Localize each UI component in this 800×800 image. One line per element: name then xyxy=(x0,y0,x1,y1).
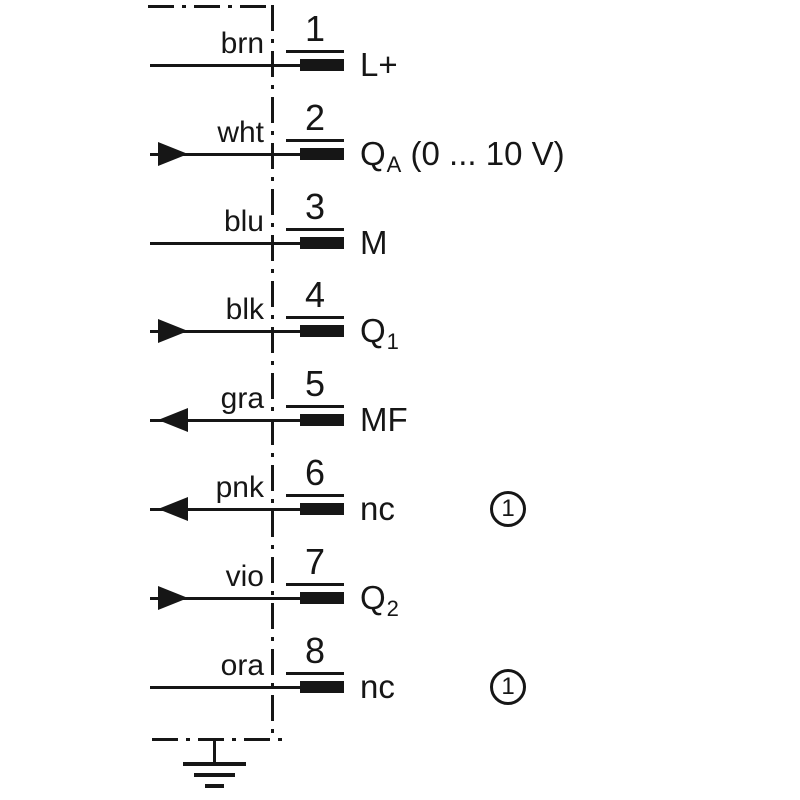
pin-underline xyxy=(286,583,344,586)
ground-stem xyxy=(213,738,216,764)
wire-line xyxy=(150,330,302,333)
signal-subscript: A xyxy=(386,152,402,177)
pin-underline xyxy=(286,50,344,53)
pin-terminal-block xyxy=(300,414,344,426)
signal-label: nc xyxy=(360,488,396,534)
note-number: 1 xyxy=(501,673,515,700)
pin-number: 8 xyxy=(304,630,326,671)
wire-line xyxy=(150,153,302,156)
signal-main: MF xyxy=(360,401,408,438)
signal-subscript: 1 xyxy=(386,329,399,354)
wire-color-label: blk xyxy=(225,293,264,326)
pin-terminal-block xyxy=(300,503,344,515)
direction-arrow xyxy=(158,319,188,343)
signal-main: Q xyxy=(360,579,386,616)
device-boundary-bottom-line xyxy=(152,738,283,741)
pin-underline xyxy=(286,494,344,497)
device-boundary-line xyxy=(271,5,274,740)
pin-number: 6 xyxy=(304,452,326,493)
pin-underline xyxy=(286,672,344,675)
signal-main: M xyxy=(360,224,388,261)
pin-terminal-block xyxy=(300,681,344,693)
pin-underline xyxy=(286,228,344,231)
signal-main: Q xyxy=(360,312,386,349)
wire-color-label: vio xyxy=(225,560,264,593)
direction-arrow xyxy=(158,586,188,610)
signal-label: Q2 xyxy=(360,577,399,623)
wire-line xyxy=(150,64,302,67)
direction-arrow xyxy=(158,408,188,432)
pin-number: 4 xyxy=(304,274,326,315)
wire-line xyxy=(150,242,302,245)
pin-terminal-block xyxy=(300,325,344,337)
signal-main: nc xyxy=(360,668,395,705)
note-badge: 1 xyxy=(490,669,526,705)
note-badge: 1 xyxy=(490,491,526,527)
wire-color-label: pnk xyxy=(215,471,264,504)
signal-label: M xyxy=(360,222,389,268)
ground-bar-medium xyxy=(194,773,235,777)
wire-line xyxy=(150,419,302,422)
pin-underline xyxy=(286,405,344,408)
pin-terminal-block xyxy=(300,148,344,160)
pin-number: 7 xyxy=(304,541,326,582)
ground-bar-short xyxy=(205,784,224,788)
wire-color-label: brn xyxy=(220,27,264,60)
wire-line xyxy=(150,597,302,600)
signal-main: Q xyxy=(360,135,386,172)
signal-label: QA (0 ... 10 V) xyxy=(360,133,565,179)
signal-suffix: (0 ... 10 V) xyxy=(401,135,565,172)
signal-label: nc xyxy=(360,666,396,712)
signal-label: Q1 xyxy=(360,310,399,356)
signal-main: nc xyxy=(360,490,395,527)
wire-color-label: ora xyxy=(220,649,264,682)
pin-number: 2 xyxy=(304,97,326,138)
signal-label: L+ xyxy=(360,44,399,90)
pin-underline xyxy=(286,316,344,319)
signal-subscript: 2 xyxy=(386,596,399,621)
direction-arrow xyxy=(158,142,188,166)
wire-color-label: wht xyxy=(217,116,264,149)
signal-label: MF xyxy=(360,399,409,445)
pin-number: 5 xyxy=(304,363,326,404)
ground-bar-long xyxy=(183,762,246,766)
pin-terminal-block xyxy=(300,592,344,604)
wire-color-label: blu xyxy=(223,205,264,238)
pin-underline xyxy=(286,139,344,142)
note-number: 1 xyxy=(501,495,515,522)
pin-terminal-block xyxy=(300,59,344,71)
signal-main: L+ xyxy=(360,46,398,83)
pin-number: 3 xyxy=(304,186,326,227)
wire-line xyxy=(150,686,302,689)
direction-arrow xyxy=(158,497,188,521)
wire-line xyxy=(150,508,302,511)
pin-number: 1 xyxy=(304,8,326,49)
device-boundary-top-line xyxy=(148,5,272,8)
pin-terminal-block xyxy=(300,237,344,249)
wire-color-label: gra xyxy=(220,382,264,415)
